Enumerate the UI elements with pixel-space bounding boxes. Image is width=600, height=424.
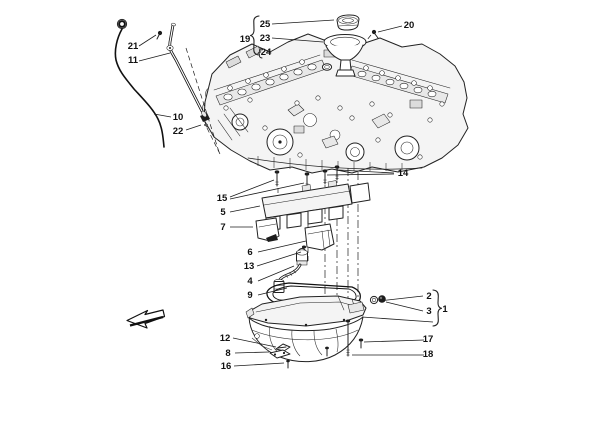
filler-seal-ring [321, 63, 333, 71]
callout-18: 18 [423, 349, 434, 360]
leader-lines [138, 19, 434, 367]
callout-16: 16 [221, 361, 232, 372]
callout-23: 23 [260, 33, 271, 44]
front-direction-arrow-icon [126, 309, 166, 329]
callout-19: 19 [240, 34, 251, 45]
callout-20: 20 [404, 20, 415, 31]
bracket-6 [304, 223, 335, 251]
callout-8: 8 [225, 348, 230, 359]
callout-2: 2 [426, 291, 431, 302]
callout-6: 6 [247, 247, 252, 258]
callout-7: 7 [220, 222, 225, 233]
dipstick-tube [166, 22, 210, 128]
callout-9: 9 [247, 290, 252, 301]
engine-block [202, 33, 469, 174]
callout-13: 13 [244, 261, 255, 272]
callout-1: 1 [442, 304, 448, 315]
callout-3: 3 [426, 306, 431, 317]
tube-bolt-21 [156, 30, 163, 40]
callout-labels: 1 2 3 4 5 6 7 8 9 10 11 12 13 14 15 16 1… [128, 19, 449, 372]
oil-pan [245, 295, 367, 363]
callout-17: 17 [423, 334, 434, 345]
brace-1 [432, 289, 443, 327]
bolts-14 [322, 165, 340, 185]
oil-filler-funnel [323, 34, 367, 77]
pan-bolt [325, 346, 329, 357]
bolt-16 [286, 359, 290, 369]
callout-22: 22 [173, 126, 184, 137]
callout-12: 12 [220, 333, 231, 344]
callout-24: 24 [261, 47, 272, 58]
callout-5: 5 [220, 207, 226, 218]
brace-19 [249, 15, 260, 56]
callout-10: 10 [173, 112, 184, 123]
grouping-braces [249, 15, 443, 327]
drain-washer [369, 295, 379, 305]
brace-24 [257, 48, 263, 59]
bracket-8 [269, 349, 291, 359]
intake-ports-right [357, 70, 437, 98]
callout-15: 15 [217, 193, 228, 204]
callout-21: 21 [128, 41, 139, 52]
callout-14: 14 [398, 168, 409, 179]
insertion-guide-dashes [185, 34, 372, 155]
bolt-18 [345, 319, 351, 357]
crankcase-rail [247, 156, 423, 171]
callout-25: 25 [260, 19, 271, 30]
callout-4: 4 [247, 276, 253, 287]
drain-plug [378, 295, 386, 303]
intake-ports-left [223, 63, 317, 101]
bolt-17 [358, 338, 364, 349]
dipstick [114, 18, 165, 148]
front-face-detail [217, 95, 445, 162]
bolt-20 [371, 29, 379, 39]
bracket-7 [255, 217, 280, 242]
oil-filler-cap [336, 14, 360, 31]
callout-11: 11 [128, 55, 139, 66]
